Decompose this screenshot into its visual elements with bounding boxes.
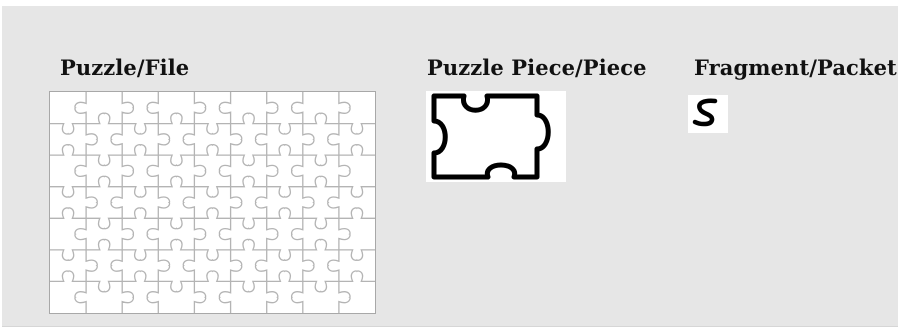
- puzzle-seam-horizontal: [50, 239, 375, 260]
- puzzle-seam-horizontal: [50, 176, 375, 197]
- jigsaw-grid: [50, 92, 375, 313]
- puzzle-seam-vertical: [111, 92, 133, 313]
- fragment-shape-icon: [688, 95, 728, 133]
- puzzle-piece-label: Puzzle Piece/Piece: [427, 55, 647, 80]
- single-piece-image: [426, 91, 566, 182]
- puzzle-seam-vertical: [256, 92, 278, 313]
- puzzle-seam-horizontal: [50, 113, 375, 134]
- puzzle-seam-horizontal: [50, 271, 375, 292]
- full-puzzle-image: [49, 91, 376, 314]
- puzzle-seam-vertical: [183, 92, 205, 313]
- puzzle-file-label: Puzzle/File: [60, 55, 189, 80]
- puzzle-seam-vertical: [219, 92, 241, 313]
- puzzle-seam-horizontal: [50, 208, 375, 229]
- fragment-packet-label: Fragment/Packet: [694, 55, 897, 80]
- puzzle-piece-icon: [426, 91, 566, 182]
- puzzle-seam-horizontal: [50, 145, 375, 166]
- puzzle-seam-vertical: [75, 92, 97, 313]
- puzzle-seam-vertical: [147, 92, 169, 313]
- puzzle-seam-vertical: [292, 92, 314, 313]
- fragment-image: [688, 95, 728, 133]
- puzzle-seam-vertical: [328, 92, 350, 313]
